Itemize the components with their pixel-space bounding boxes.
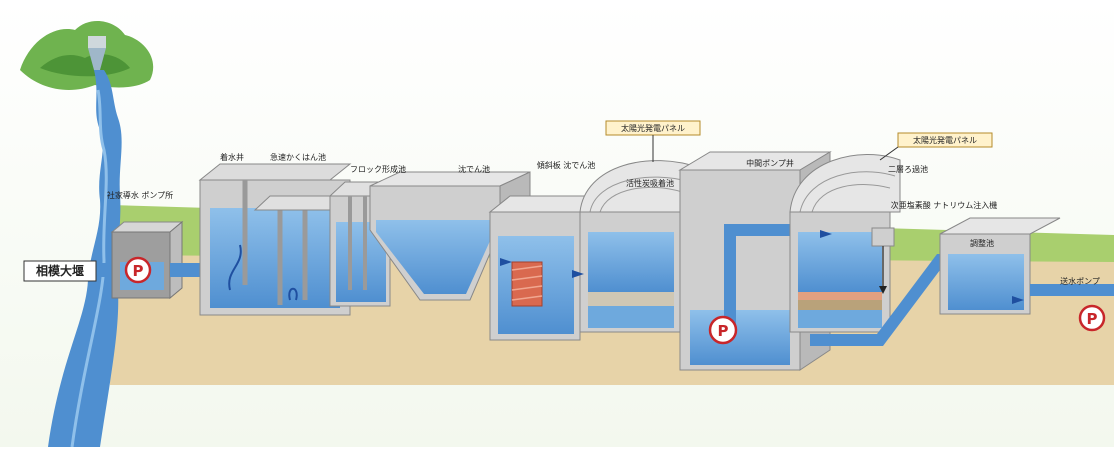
pump-icon: P bbox=[708, 315, 738, 345]
label-solar-2: 太陽光発電パネル bbox=[913, 135, 977, 145]
label-delivery-pump: 送水ポンプ bbox=[1060, 276, 1100, 286]
inclined-plate-sedimentation bbox=[488, 195, 602, 341]
label-solar-1: 太陽光発電パネル bbox=[621, 123, 685, 133]
pump-icon: P bbox=[124, 256, 152, 284]
label-activated-carbon: 活性炭吸着池 bbox=[626, 178, 674, 188]
solar-label-box-2 bbox=[897, 132, 993, 148]
hypochlorite-injector bbox=[871, 227, 895, 294]
adjustment-pond bbox=[939, 217, 1061, 315]
label-receiving-well: 着水井 bbox=[220, 152, 244, 162]
mountain-dam-illustration bbox=[20, 20, 154, 91]
label-rapid-mixing: 急速かくはん池 bbox=[270, 152, 326, 162]
label-hypochlorite: 次亜塩素酸 ナトリウム注入機 bbox=[891, 200, 998, 210]
river bbox=[48, 70, 122, 447]
activated-carbon-basin bbox=[579, 160, 701, 333]
svg-text:P: P bbox=[133, 262, 144, 280]
label-adjust-pond: 調整池 bbox=[970, 238, 994, 248]
river-label: 相模大堰 bbox=[36, 263, 84, 278]
label-sedimentation: 沈でん池 bbox=[458, 164, 490, 174]
label-dual-filter: 二層ろ過池 bbox=[888, 164, 928, 174]
flow-arrows bbox=[500, 230, 1024, 304]
river-label-box bbox=[23, 260, 97, 282]
label-mid-pump-well: 中間ポンプ井 bbox=[746, 158, 794, 168]
label-inclined-plate: 傾斜板 沈でん池 bbox=[537, 160, 596, 170]
intake-pump-house bbox=[110, 220, 184, 300]
svg-text:P: P bbox=[718, 322, 729, 340]
receiving-well-mixing-block bbox=[198, 163, 352, 316]
label-flocculation: フロック形成池 bbox=[350, 164, 406, 174]
label-intake-pump: 社家導水 ポンプ所 bbox=[107, 190, 173, 200]
pump-icon: P bbox=[1078, 304, 1106, 332]
dual-filter-basin bbox=[789, 153, 901, 333]
svg-text:P: P bbox=[1087, 310, 1098, 328]
